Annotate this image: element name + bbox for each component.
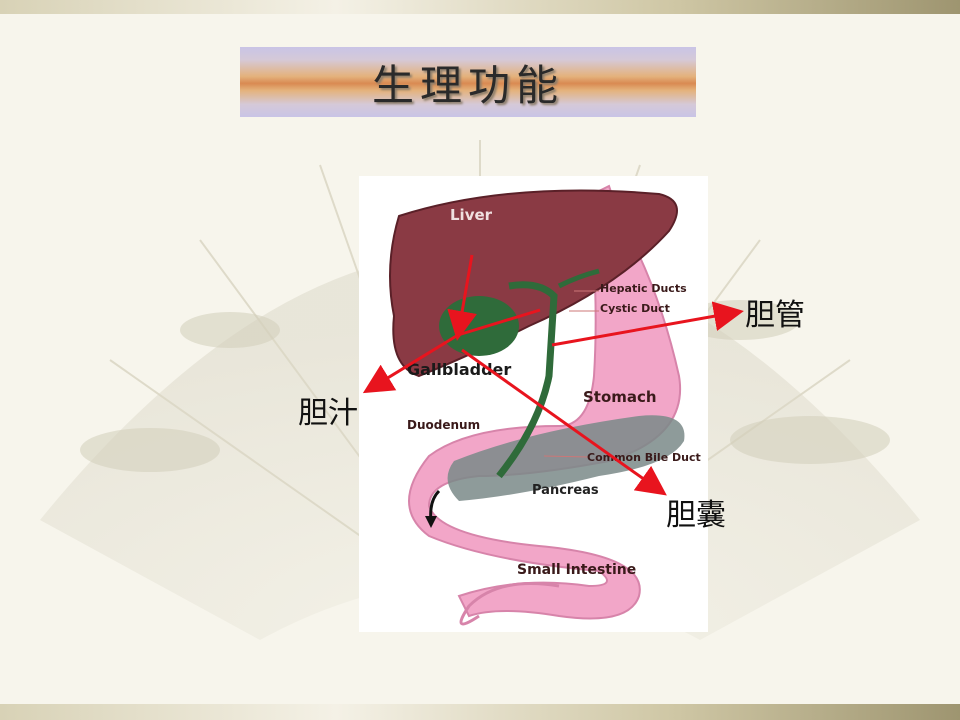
label-bile-duct: 胆管 — [745, 298, 805, 333]
duct-path — [496, 281, 558, 479]
hepatic-duct-path — [557, 268, 600, 289]
cystic-duct-label: Cystic Duct — [600, 302, 670, 315]
title-banner: 生理功能 — [240, 47, 696, 117]
liver-label: Liver — [450, 206, 493, 224]
bottom-border — [0, 704, 960, 720]
pancreas-label: Pancreas — [532, 483, 599, 498]
stomach-label: Stomach — [583, 388, 657, 406]
arrow-to-gallbladder — [461, 348, 667, 496]
small-intestine-label: Small Intestine — [517, 562, 637, 578]
label-bile: 胆汁 — [298, 396, 358, 431]
arrow-to-bile-duct-a — [457, 308, 541, 337]
intestine-loop — [459, 582, 560, 626]
arrow-to-bile — [362, 333, 459, 394]
pancreas-shape — [447, 415, 685, 501]
duodenum-label: Duodenum — [407, 418, 481, 432]
top-border — [0, 0, 960, 14]
arrow-to-bile-duct-b — [551, 301, 744, 347]
arrow-liver-to-gallbladder — [447, 254, 477, 341]
hepatic-ducts-label: Hepatic Ducts — [600, 282, 687, 295]
label-gallbladder: 胆囊 — [666, 498, 726, 533]
page-title: 生理功能 — [371, 60, 564, 110]
